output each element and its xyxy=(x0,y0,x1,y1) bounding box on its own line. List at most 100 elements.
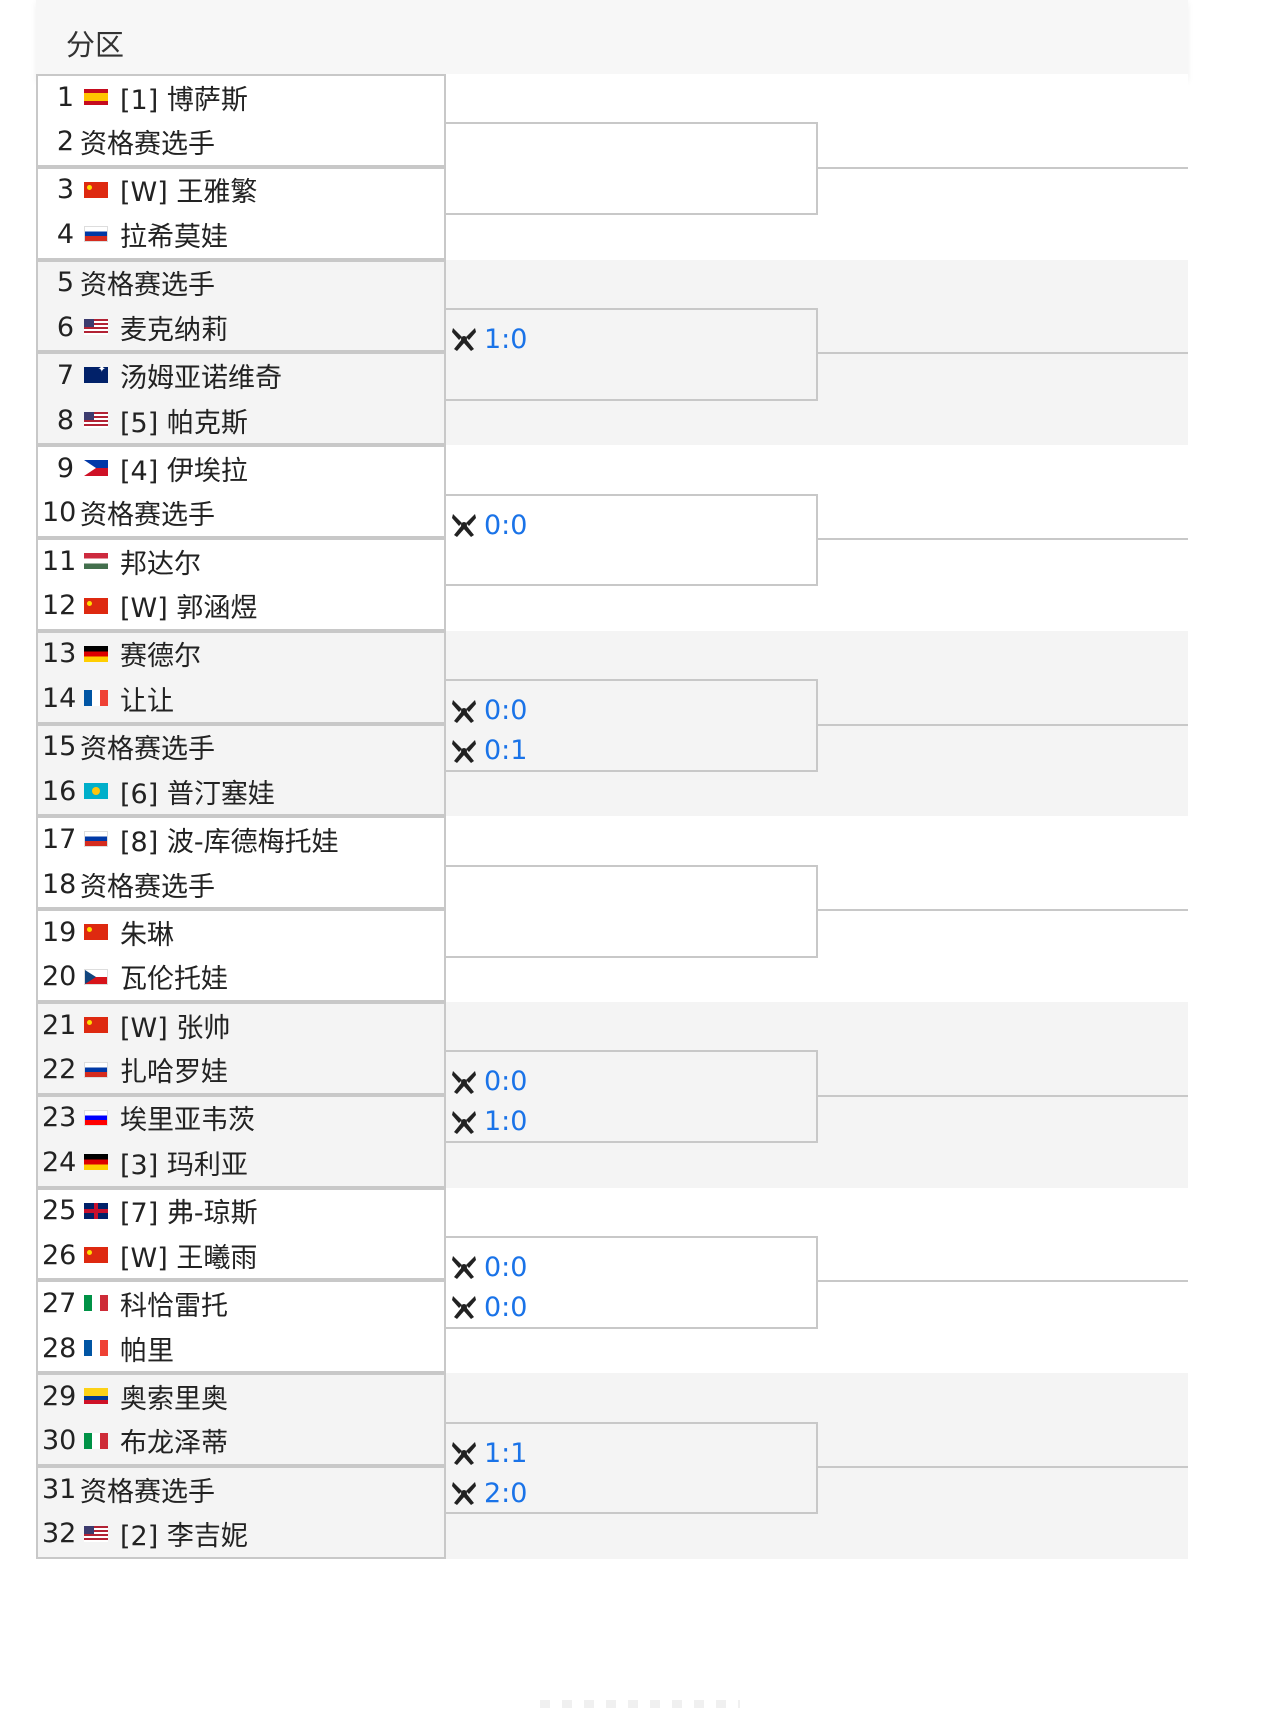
player-row[interactable]: 12[W] 郭涵煜 xyxy=(42,586,442,626)
player-row[interactable]: 16[6] 普汀塞娃 xyxy=(42,771,442,811)
flag-icon xyxy=(84,412,108,428)
match-box[interactable] xyxy=(36,1094,446,1188)
match-box[interactable] xyxy=(36,1280,446,1374)
flag-icon xyxy=(84,1388,108,1405)
section-header: 分区 xyxy=(36,0,1188,80)
match-score[interactable]: 0:0 xyxy=(450,694,527,728)
crossed-rackets-icon xyxy=(452,1296,476,1320)
player-name: [W] 张帅 xyxy=(120,1012,231,1044)
match-box[interactable] xyxy=(36,1002,446,1095)
flag-icon xyxy=(84,181,108,198)
player-name: 麦克纳莉 xyxy=(120,314,228,346)
match-box[interactable] xyxy=(36,723,446,817)
player-row[interactable]: 3 [W] 王雅繁 xyxy=(42,170,442,210)
player-name: 扎哈罗娃 xyxy=(120,1057,228,1089)
match-score[interactable]: 1:1 xyxy=(450,1436,527,1470)
flag-icon xyxy=(84,1202,108,1219)
match-box[interactable] xyxy=(36,1373,446,1466)
scroll-indicator[interactable] xyxy=(540,1700,740,1708)
seed-number: 4 xyxy=(56,218,74,250)
seed-number: 9 xyxy=(56,452,74,484)
flag-icon xyxy=(84,1340,108,1356)
match-box[interactable] xyxy=(36,538,446,631)
match-score[interactable]: 0:0 xyxy=(450,1250,527,1284)
player-name: 拉希莫娃 xyxy=(120,221,228,253)
player-row[interactable]: 26[W] 王曦雨 xyxy=(42,1235,442,1275)
seed-number: 2 xyxy=(56,126,74,158)
player-row[interactable]: 8[5] 帕克斯 xyxy=(42,400,442,440)
seed-number: 14 xyxy=(42,682,77,714)
flag-icon xyxy=(84,831,108,848)
flag-icon xyxy=(84,783,108,800)
seed-number: 23 xyxy=(42,1102,77,1134)
player-row[interactable]: 4 拉希莫娃 xyxy=(42,214,442,254)
match-box[interactable] xyxy=(36,259,446,353)
seed-number: 3 xyxy=(56,174,74,206)
match-score[interactable]: 1:0 xyxy=(450,1105,527,1139)
player-name: 资格赛选手 xyxy=(80,129,215,161)
round3-line xyxy=(818,909,1188,912)
match-box[interactable] xyxy=(36,816,446,910)
flag-icon xyxy=(84,226,108,243)
player-name: 布龙泽蒂 xyxy=(120,1428,228,1460)
player-name: [4] 伊埃拉 xyxy=(120,455,248,487)
match-score[interactable]: 0:0 xyxy=(450,1290,527,1324)
match-box[interactable] xyxy=(36,445,446,538)
player-row[interactable]: 9 [4] 伊埃拉 xyxy=(42,448,442,488)
match-score[interactable]: 0:0 xyxy=(450,508,527,542)
match-box[interactable] xyxy=(36,166,446,260)
player-row[interactable]: 32[2] 李吉妮 xyxy=(42,1514,442,1554)
seed-number: 31 xyxy=(42,1473,77,1505)
match-score[interactable]: 2:0 xyxy=(450,1476,527,1510)
flag-icon xyxy=(84,1061,108,1078)
flag-icon xyxy=(84,924,108,941)
flag-icon xyxy=(84,690,108,707)
flag-icon xyxy=(84,364,108,384)
crossed-rackets-icon xyxy=(452,1482,476,1505)
match-box[interactable] xyxy=(36,909,446,1002)
player-row[interactable]: 7汤姆亚诺维奇 xyxy=(42,355,442,395)
player-name: 资格赛选手 xyxy=(80,270,215,302)
player-row[interactable]: 24[3] 玛利亚 xyxy=(42,1142,442,1182)
seed-number: 28 xyxy=(42,1332,77,1364)
match-score[interactable]: 0:1 xyxy=(450,734,527,768)
player-row[interactable]: 25[7] 弗-琼斯 xyxy=(42,1191,442,1231)
player-row[interactable]: 21[W] 张帅 xyxy=(42,1005,442,1045)
seed-number: 19 xyxy=(42,916,77,948)
score-text: 1:1 xyxy=(484,1437,528,1469)
round3-line xyxy=(818,352,1188,355)
match-score[interactable]: 1:0 xyxy=(450,322,527,356)
match-box[interactable] xyxy=(36,74,446,167)
crossed-rackets-icon xyxy=(452,1442,476,1465)
player-name: 邦达尔 xyxy=(120,548,201,580)
seed-number: 1 xyxy=(56,81,74,113)
player-row[interactable]: 17[8] 波-库德梅托娃 xyxy=(42,819,442,859)
match-box[interactable] xyxy=(36,352,446,446)
player-row[interactable]: 1[1] 博萨斯 xyxy=(42,77,442,117)
match-box[interactable] xyxy=(36,1187,446,1281)
seed-number: 26 xyxy=(42,1239,77,1271)
seed-number: 27 xyxy=(42,1287,77,1319)
match-box[interactable] xyxy=(36,630,446,724)
match-score[interactable]: 0:0 xyxy=(450,1065,527,1099)
match-box[interactable] xyxy=(36,1466,446,1559)
player-name: [W] 王雅繁 xyxy=(120,177,258,209)
